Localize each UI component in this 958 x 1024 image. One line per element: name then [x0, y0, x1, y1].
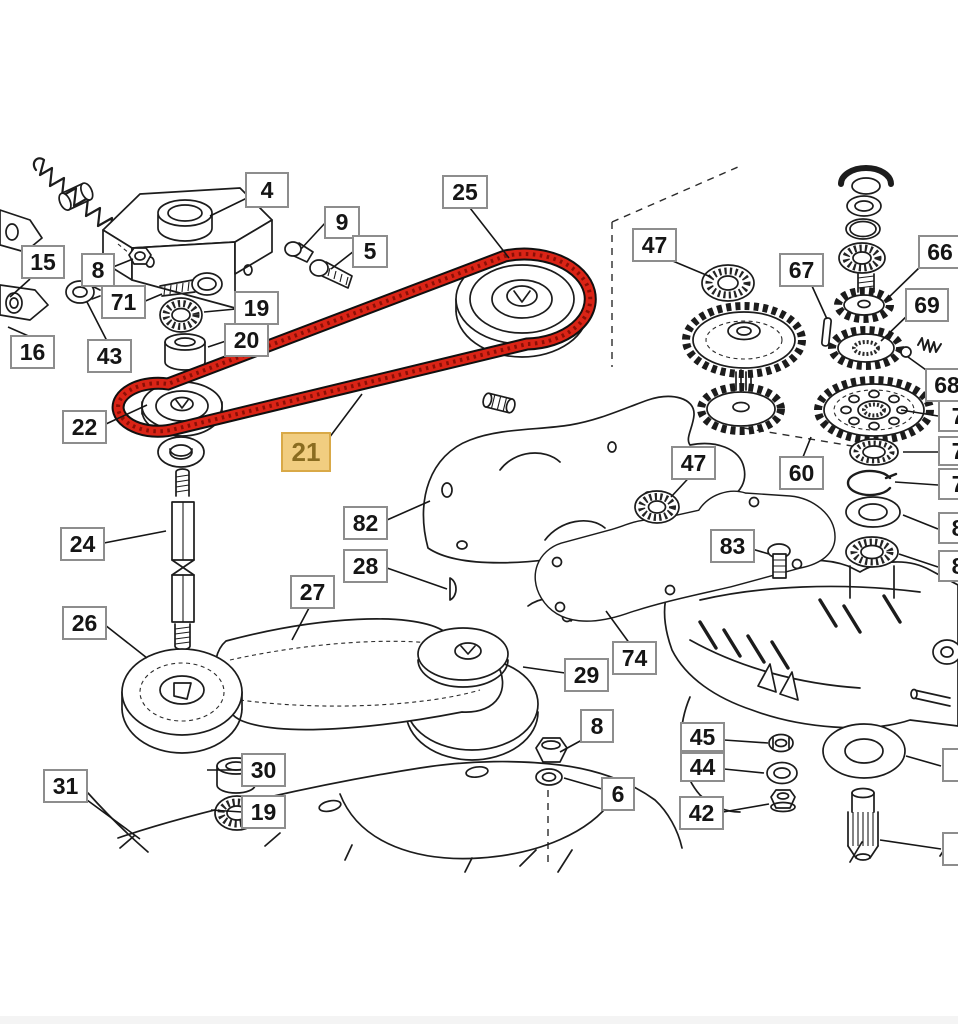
part-label-4: 4 [245, 172, 289, 208]
spring [32, 157, 132, 258]
pulley-29-upper-disc [417, 627, 509, 688]
part-label-7: 7 [938, 400, 958, 432]
gasket-74 [534, 490, 836, 622]
part-label-19: 19 [234, 291, 279, 325]
part-label-8: 8 [81, 253, 115, 287]
part-label-8: 8 [938, 550, 958, 582]
bolt-83 [767, 543, 791, 579]
bolt-9 [284, 241, 314, 263]
nut-42 [770, 789, 796, 813]
part-label-82: 82 [343, 506, 388, 540]
set-screw [482, 392, 516, 414]
small-spring [917, 337, 942, 353]
part-label-27: 27 [290, 575, 335, 609]
part-label-blank [942, 748, 958, 782]
part-label-blank [942, 832, 958, 866]
part-label-31: 31 [43, 769, 88, 803]
gear-cluster-middle [682, 264, 806, 435]
bolt-71 [159, 272, 223, 297]
pin-67 [821, 317, 832, 347]
bushing-20 [164, 333, 206, 371]
part-label-30: 30 [241, 753, 286, 787]
part-label-5: 5 [352, 235, 388, 268]
left-edge-lever [0, 284, 49, 321]
part-label-7: 7 [938, 436, 958, 466]
part-label-28: 28 [343, 549, 388, 583]
bushing-small-topleft [58, 182, 94, 211]
part-label-47: 47 [671, 446, 716, 480]
washer-large [822, 723, 906, 779]
part-label-20: 20 [224, 323, 269, 357]
part-label-42: 42 [679, 796, 724, 830]
part-label-22: 22 [62, 410, 107, 444]
bearing-19-top [159, 297, 203, 333]
washer-6 [535, 768, 563, 786]
part-label-15: 15 [21, 245, 65, 279]
part-label-8: 8 [938, 512, 958, 544]
part-label-25: 25 [442, 175, 488, 209]
part-label-67: 67 [779, 253, 824, 287]
part-label-47: 47 [632, 228, 677, 262]
part-label-74: 74 [612, 641, 657, 675]
nut-8-bottom [535, 737, 568, 763]
part-label-60: 60 [779, 456, 824, 490]
part-label-26: 26 [62, 606, 107, 640]
part-label-24: 24 [60, 527, 105, 561]
ball-68 [900, 346, 912, 358]
part-label-83: 83 [710, 529, 755, 563]
part-label-29: 29 [564, 658, 609, 692]
leader-lines [7, 197, 942, 850]
nut-45 [768, 733, 794, 753]
plug-28 [449, 577, 457, 601]
belt-21-red [111, 247, 597, 438]
part-label-43: 43 [87, 339, 132, 373]
part-label-21: 21 [281, 432, 331, 472]
part-label-9: 9 [324, 206, 360, 239]
nut-8-top [128, 247, 152, 265]
bolt-5 [309, 259, 353, 289]
gear-stack-right [814, 165, 942, 599]
part-label-68: 68 [925, 368, 958, 402]
part-label-44: 44 [680, 752, 725, 782]
part-label-71: 71 [101, 285, 146, 319]
part-label-69: 69 [905, 288, 949, 322]
part-label-7: 7 [938, 468, 958, 500]
part-label-19: 19 [241, 795, 286, 829]
pulley-26 [121, 648, 243, 754]
bearing-47-middle [634, 490, 680, 524]
baseplate [87, 696, 953, 873]
part-label-16: 16 [10, 335, 55, 369]
bushing-43 [65, 280, 101, 304]
part-label-8: 8 [580, 709, 614, 743]
shaft-24 [171, 468, 195, 651]
washer-44 [766, 761, 798, 785]
part-label-6: 6 [601, 777, 635, 811]
part-label-66: 66 [918, 235, 958, 269]
part-label-45: 45 [680, 722, 725, 752]
bottom-strip [0, 1016, 958, 1024]
bearing-under-22 [157, 436, 205, 468]
splined-shaft [847, 787, 879, 861]
